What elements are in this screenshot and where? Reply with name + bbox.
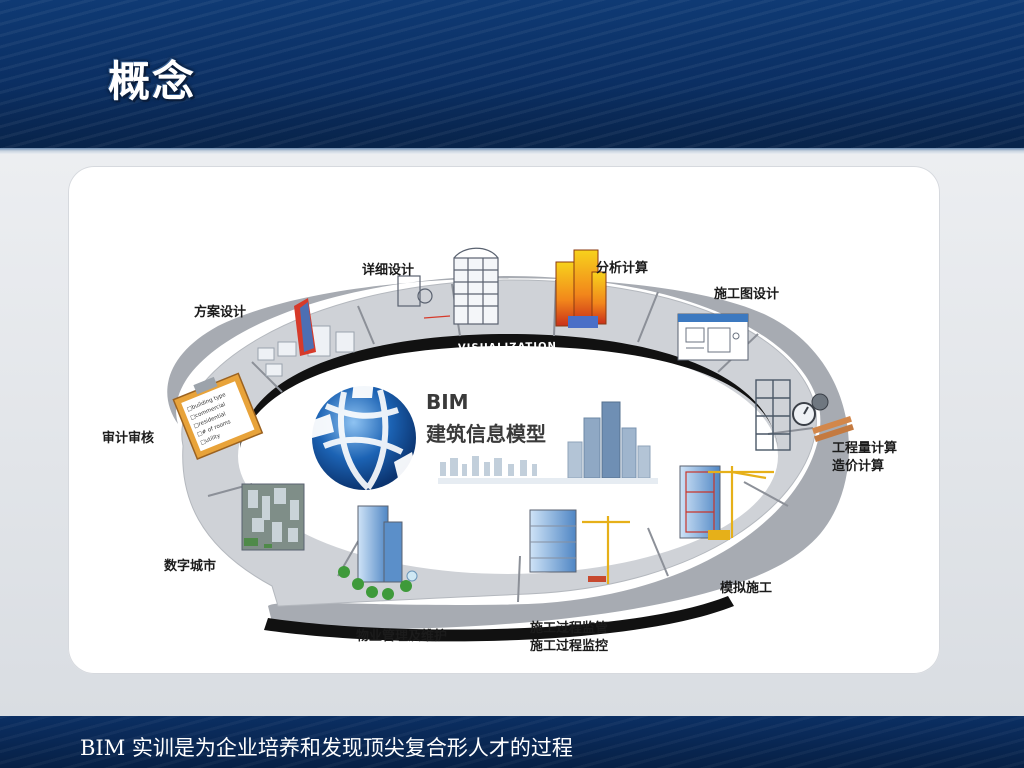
stage-label-construction-control: 施工过程监控 bbox=[530, 638, 608, 655]
stage-label-quantity-calc: 工程量计算 bbox=[832, 440, 897, 457]
stage-label-property-management: 物业管理及维护 bbox=[356, 628, 447, 645]
visualization-band-label: VISUALIZATION bbox=[458, 341, 557, 354]
bim-lifecycle-diagram: □building type□commercial□residential□# … bbox=[68, 166, 940, 674]
stage-label-detailed-design: 详细设计 bbox=[362, 262, 414, 279]
stage-label-cost-calc: 造价计算 bbox=[832, 458, 884, 475]
stage-label-digital-city: 数字城市 bbox=[164, 558, 216, 575]
stage-label-scheme-design: 方案设计 bbox=[194, 304, 246, 321]
stage-label-construction-drawing: 施工图设计 bbox=[714, 286, 779, 303]
stage-label-construction-supervision: 施工过程监管 bbox=[530, 620, 608, 637]
stage-label-analysis: 分析计算 bbox=[596, 260, 648, 277]
stage-label-review: 审计审核 bbox=[102, 430, 154, 447]
construction-drawing-illustration bbox=[678, 314, 748, 360]
digital-city-illustration bbox=[242, 484, 304, 550]
footer-caption: BIM 实训是为企业培养和发现顶尖复合形人才的过程 bbox=[80, 732, 573, 762]
slide-title: 概念 bbox=[108, 48, 196, 109]
stage-label-simulation: 模拟施工 bbox=[720, 580, 772, 597]
center-title-bim-cn: 建筑信息模型 bbox=[426, 418, 546, 447]
center-title-bim: BIM bbox=[426, 390, 469, 414]
footer-bar: BIM 实训是为企业培养和发现顶尖复合形人才的过程 bbox=[0, 716, 1024, 768]
